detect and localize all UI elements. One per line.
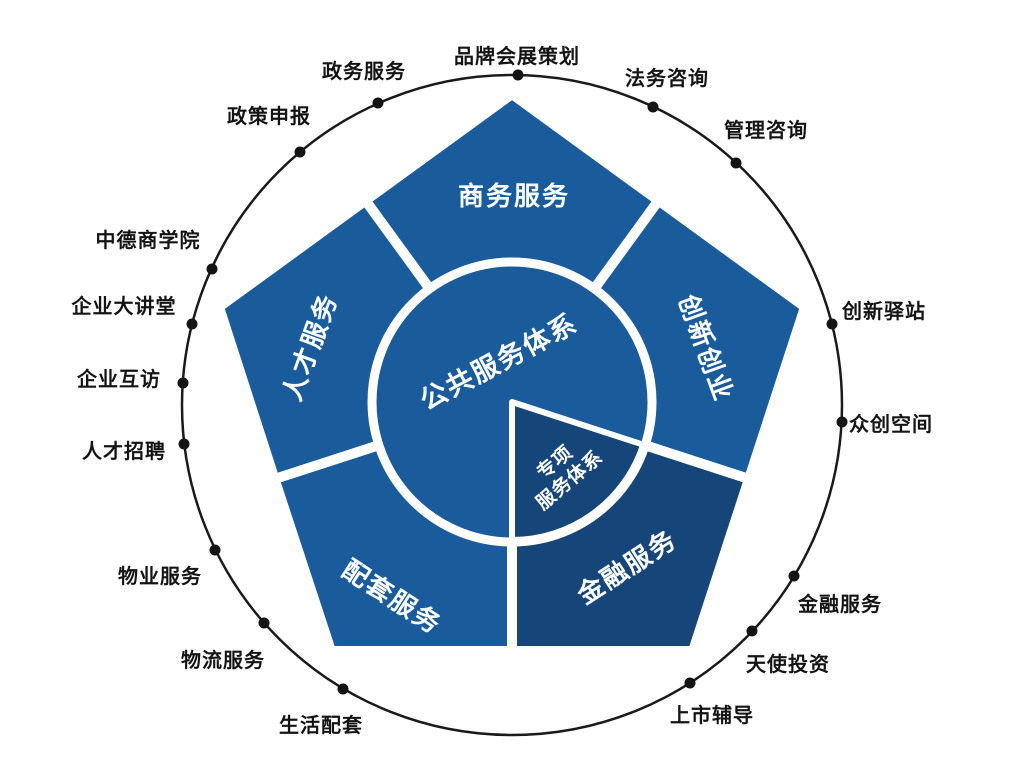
- circle-dot: [209, 544, 221, 556]
- outer-label: 企业大讲堂: [71, 294, 177, 318]
- circle-dot: [178, 438, 190, 450]
- outer-label: 物业服务: [118, 564, 202, 588]
- outer-label: 天使投资: [746, 652, 830, 676]
- outer-label: 政策申报: [227, 104, 311, 128]
- circle-dot: [826, 318, 838, 330]
- outer-label: 上市辅导: [670, 703, 754, 727]
- circle-dot: [746, 625, 758, 637]
- outer-label: 管理咨询: [724, 118, 808, 142]
- outer-label: 物流服务: [181, 648, 265, 672]
- circle-dot: [788, 570, 800, 582]
- ring-dots: [177, 69, 848, 695]
- circle-dot: [206, 263, 218, 275]
- outer-label: 企业互访: [76, 367, 161, 391]
- circle-dot: [258, 617, 270, 629]
- outer-label: 法务咨询: [625, 66, 709, 90]
- circle-dot: [372, 97, 384, 109]
- circle-dot: [647, 101, 659, 113]
- outer-label: 众创空间: [849, 412, 933, 436]
- outer-label: 品牌会展策划: [454, 44, 580, 68]
- outer-label: 生活配套: [279, 713, 363, 737]
- circle-dot: [730, 157, 742, 169]
- segment-label-business: 商务服务: [458, 181, 570, 211]
- circle-dot: [177, 377, 189, 389]
- outer-labels: 品牌会展策划 政务服务 法务咨询 政策申报 管理咨询 中德商学院 企业大讲堂 企…: [71, 44, 933, 737]
- special-wedge: [509, 399, 647, 543]
- outer-label: 创新驿站: [841, 299, 926, 323]
- circle-dot: [684, 677, 696, 689]
- outer-label: 中德商学院: [96, 228, 201, 252]
- outer-circle: [180, 73, 844, 737]
- outer-label: 金融服务: [797, 592, 882, 616]
- circle-dot: [836, 416, 848, 428]
- circle-dot: [186, 318, 198, 330]
- outer-label: 政务服务: [322, 59, 406, 83]
- outer-label: 人才招聘: [82, 439, 166, 463]
- circle-dot: [294, 146, 306, 158]
- circle-dot: [337, 683, 349, 695]
- circle-dot: [512, 69, 524, 81]
